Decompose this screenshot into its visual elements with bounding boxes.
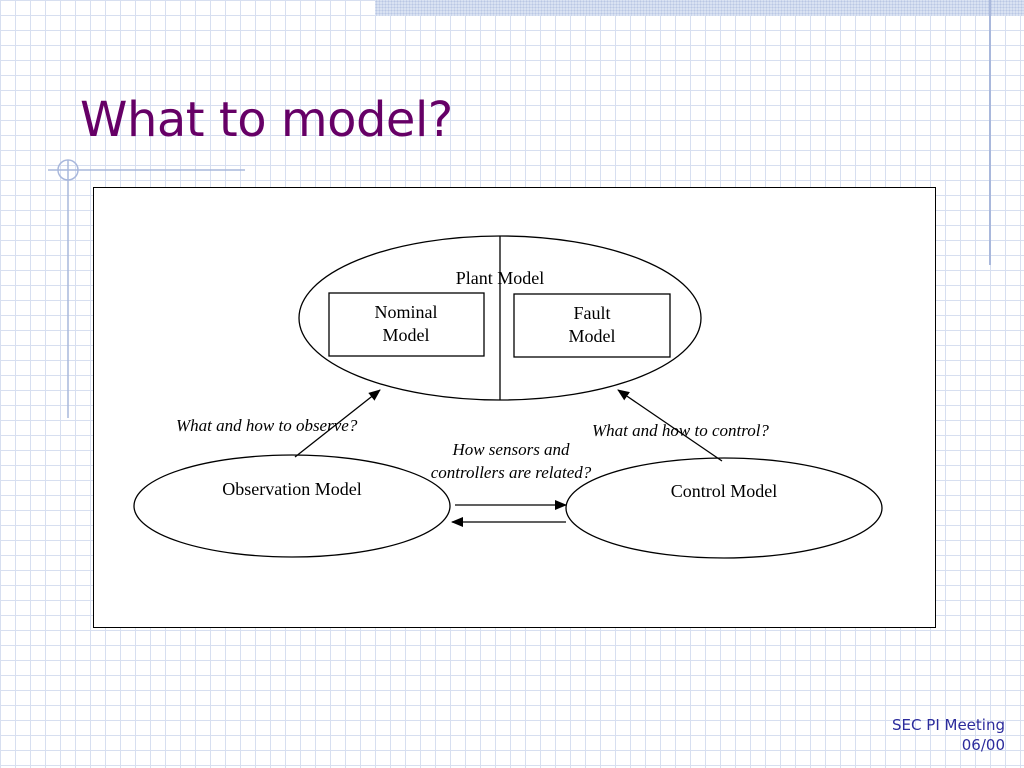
control-model-label: Control Model: [671, 481, 778, 501]
relation-question-label-line2: controllers are related?: [431, 463, 592, 482]
observe-question-label: What and how to observe?: [176, 416, 358, 435]
observe-arrow: [294, 389, 381, 458]
relation-question-label-line1: How sensors and: [451, 440, 570, 459]
nominal-model-label-line2: Model: [383, 325, 430, 345]
plant-model-label: Plant Model: [456, 268, 545, 288]
nominal-model-label-line1: Nominal: [375, 302, 438, 322]
fault-model-label-line2: Model: [569, 326, 616, 346]
nominal-model-box: [328, 292, 485, 357]
right-vertical-rule: [989, 0, 991, 265]
top-decorative-band: [375, 0, 1024, 16]
fault-model-box: [513, 293, 671, 358]
control-model-ellipse: [565, 457, 883, 559]
control-arrow: [617, 389, 723, 462]
observation-model-label: Observation Model: [222, 479, 361, 499]
slide-title: What to model?: [80, 92, 453, 148]
observation-model-ellipse: [133, 454, 451, 558]
footer-meeting-name: SEC PI Meeting: [892, 716, 1005, 734]
fault-model-label-line1: Fault: [573, 303, 610, 323]
footer: SEC PI Meeting 06/00: [892, 715, 1005, 755]
footer-date: 06/00: [961, 736, 1005, 754]
control-question-label: What and how to control?: [592, 421, 769, 440]
